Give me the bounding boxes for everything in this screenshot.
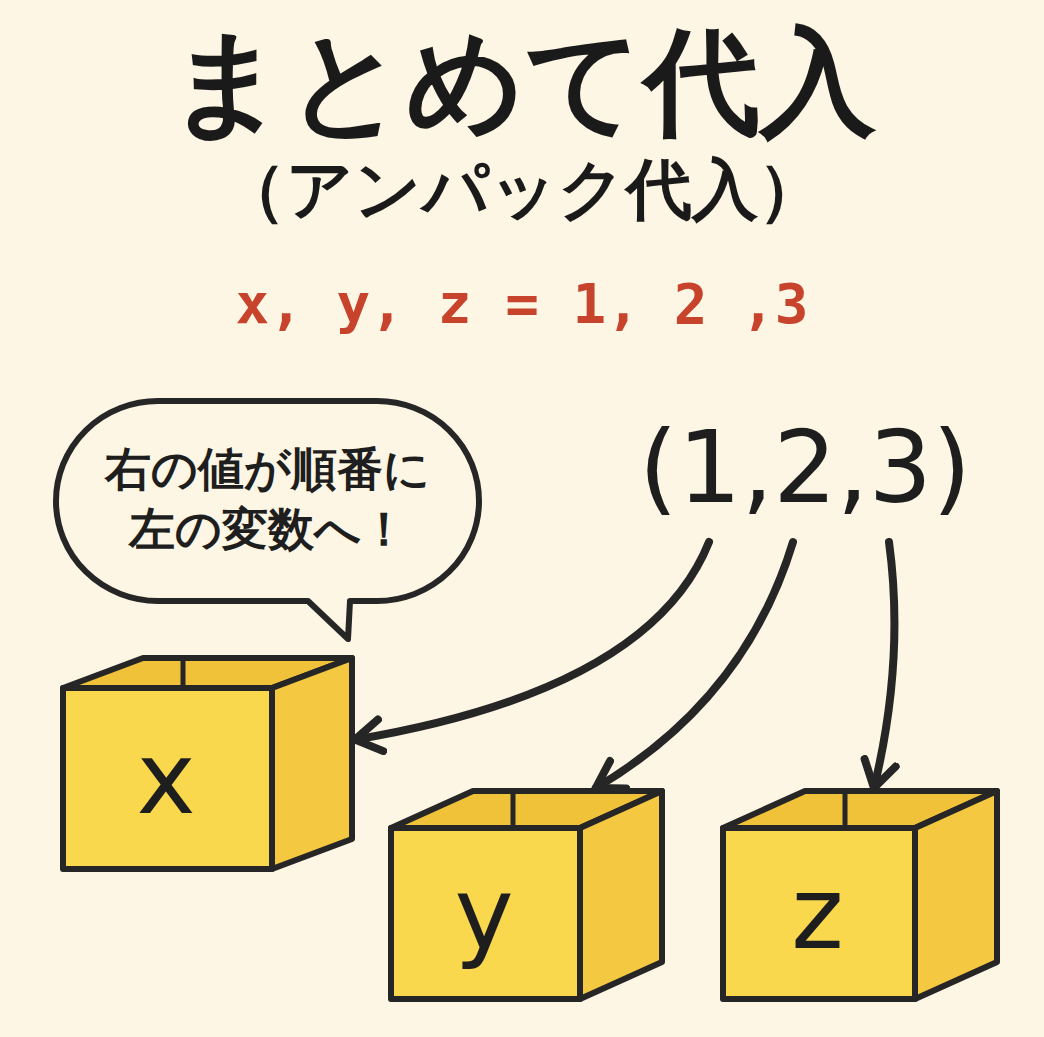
assignment-arrow bbox=[874, 542, 894, 788]
assignment-arrow bbox=[596, 542, 793, 788]
variable-name: z bbox=[791, 849, 844, 979]
variable-box: y bbox=[388, 788, 665, 1002]
box-side bbox=[272, 658, 352, 869]
box-drawing bbox=[388, 788, 665, 1002]
box-drawing bbox=[720, 788, 1000, 1002]
box-inner-edge bbox=[181, 659, 186, 685]
text-area: (1,2,3) bbox=[605, 405, 1005, 530]
code-line: x, y, z = 1, 2 ,3 bbox=[235, 271, 808, 336]
box-inner-edge bbox=[843, 792, 848, 824]
variable-box: x bbox=[60, 655, 355, 872]
speech-bubble: 右の値が順番に左の変数へ！ bbox=[50, 395, 485, 645]
text-area: 右の値が順番に左の変数へ！ bbox=[70, 405, 465, 595]
variable-name: x bbox=[136, 714, 195, 844]
box-drawing bbox=[60, 655, 355, 872]
subtitle-text: （アンパック代入） bbox=[220, 151, 824, 228]
box-side bbox=[580, 791, 662, 999]
variable-box: z bbox=[720, 788, 1000, 1002]
text-area: z bbox=[726, 832, 909, 996]
subtitle-text-row: （アンパック代入） bbox=[0, 150, 1044, 229]
title-text-row: まとめて代入 bbox=[0, 18, 1044, 146]
bubble-path bbox=[56, 401, 479, 639]
box-front bbox=[723, 828, 915, 999]
bubble-text: 右の値が順番に左の変数へ！ bbox=[100, 440, 435, 560]
box-front bbox=[391, 828, 580, 999]
box-inner-edge bbox=[511, 792, 516, 824]
text-area: x bbox=[66, 692, 266, 866]
tuple-text: (1,2,3) bbox=[639, 403, 971, 533]
code-line-row: x, y, z = 1, 2 ,3 bbox=[0, 270, 1044, 337]
title-text: まとめて代入 bbox=[168, 14, 876, 149]
box-side bbox=[915, 791, 997, 999]
tuple-value: (1,2,3) bbox=[605, 405, 1005, 530]
box-front bbox=[63, 688, 272, 869]
variable-name: y bbox=[454, 849, 513, 979]
text-area: y bbox=[394, 832, 574, 996]
